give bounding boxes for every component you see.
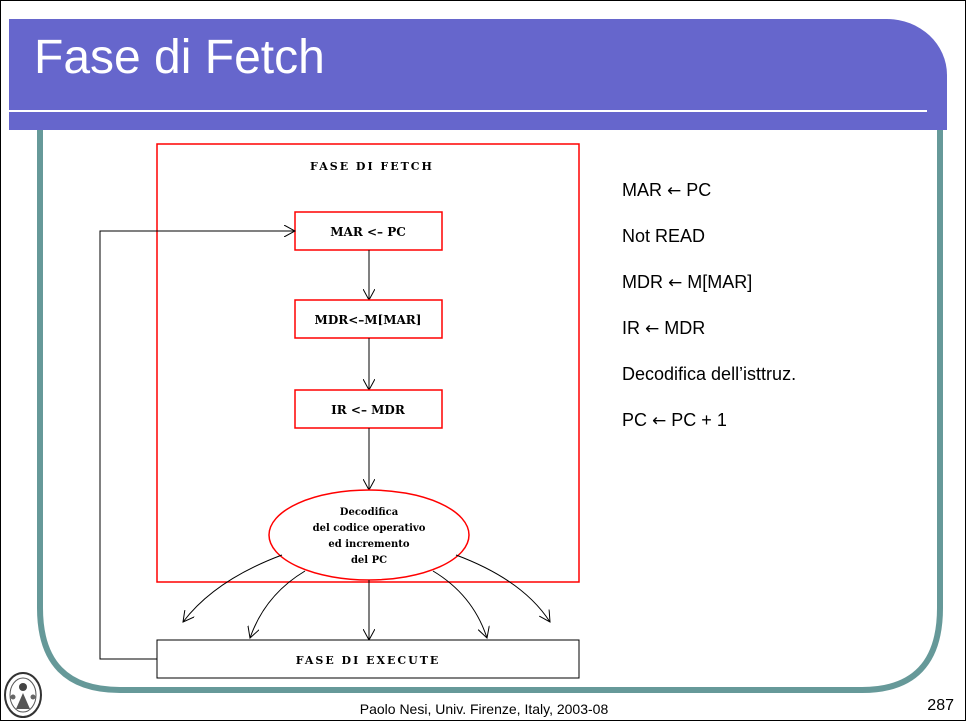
left-arrow-icon: ←	[668, 273, 683, 293]
list-item: Not READ	[622, 226, 706, 246]
feedback-loop-arrow	[99, 231, 295, 660]
execute-phase-box	[156, 639, 580, 679]
slide-title: Fase di Fetch	[34, 31, 325, 84]
title-underline	[9, 110, 927, 112]
step-ir-label: IR <– MDR	[331, 403, 406, 417]
fetch-phase-box	[156, 143, 580, 583]
branch-arrow-5	[455, 554, 550, 622]
execute-phase-label: FASE DI EXECUTE	[296, 654, 441, 667]
decode-line-4: del PC	[351, 555, 387, 566]
footer-credit: Paolo Nesi, Univ. Firenze, Italy, 2003-0…	[359, 701, 609, 717]
branch-arrow-2	[250, 570, 306, 638]
step-mar-box	[294, 211, 443, 251]
step-mar-label: MAR <– PC	[330, 225, 406, 239]
decode-line-3: ed incremento	[328, 539, 409, 550]
page-number: 287	[927, 697, 954, 714]
branch-arrow-4	[432, 570, 487, 638]
decode-ellipse	[268, 489, 470, 581]
list-item: Decodifica dell’isttruz.	[622, 364, 797, 384]
university-seal-icon	[4, 672, 42, 718]
list-item: IR ← MDR	[622, 318, 706, 339]
decode-line-2: del codice operativo	[313, 523, 426, 534]
list-item: MAR ← PC	[622, 180, 712, 201]
list-item: PC ← PC + 1	[622, 410, 727, 431]
step-mdr-box	[294, 299, 443, 339]
decode-line-1: Decodifica	[340, 507, 399, 518]
left-arrow-icon: ←	[652, 411, 667, 431]
fetch-phase-label: FASE DI FETCH	[310, 160, 434, 173]
left-arrow-icon: ←	[667, 181, 682, 201]
left-arrow-icon: ←	[645, 319, 660, 339]
branch-arrow-1	[183, 554, 283, 622]
step-mdr-label: MDR<–M[MAR]	[315, 313, 422, 327]
list-item: MDR ← M[MAR]	[622, 272, 753, 293]
operation-list: MAR ← PC Not READ MDR ← M[MAR] IR ← MDR …	[622, 176, 796, 452]
